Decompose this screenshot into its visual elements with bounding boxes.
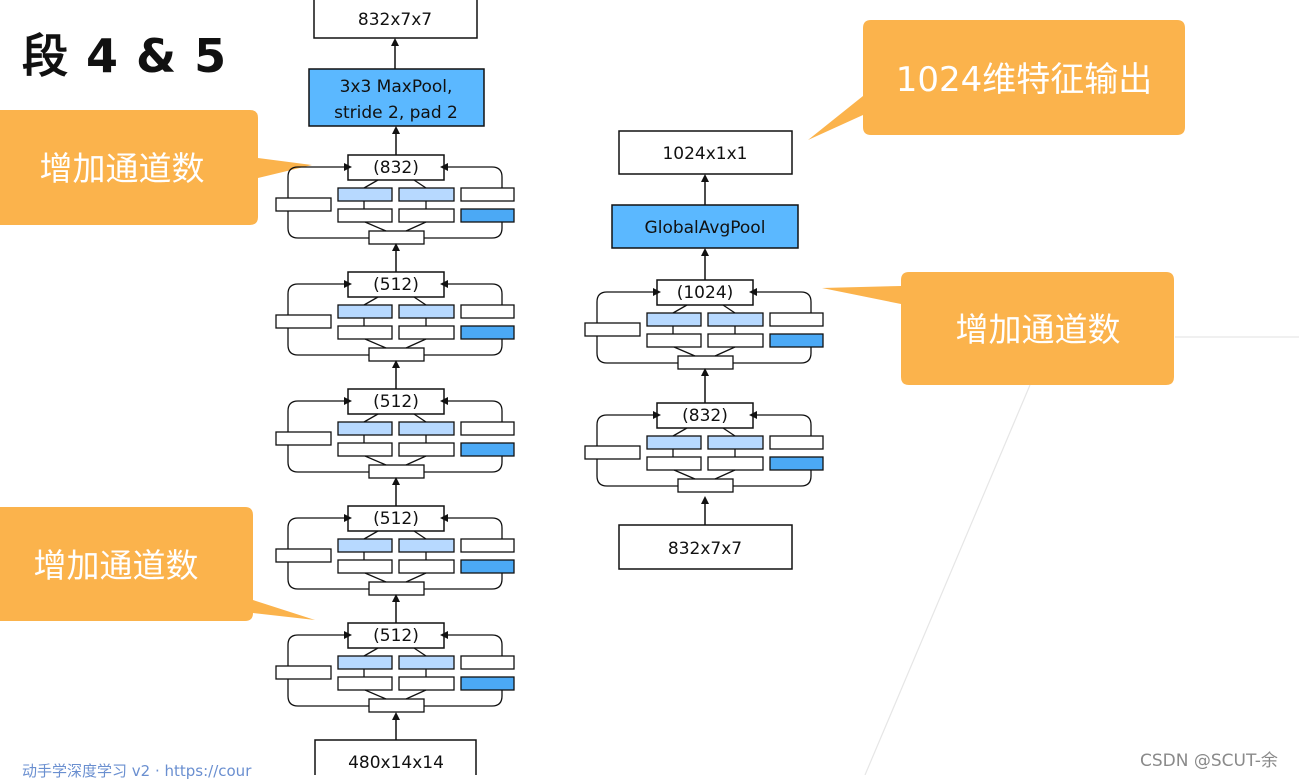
branch-layer-box — [275, 431, 332, 446]
branch-layer-box — [337, 538, 393, 553]
callout-top-right: 1024维特征输出 — [808, 20, 1185, 140]
block-input-box — [677, 478, 734, 493]
block-input-box — [368, 581, 425, 596]
stage5-input-box — [618, 524, 793, 570]
branch-layer-box — [646, 456, 702, 471]
branch-layer-box — [337, 325, 393, 340]
slide-title: 段 4 & 5 — [22, 29, 228, 83]
branch-layer-box — [398, 655, 455, 670]
branch-layer-box — [769, 312, 824, 327]
branch-layer-box — [337, 421, 393, 436]
stage4-maxpool-line1: 3x3 MaxPool, — [340, 77, 453, 97]
branch-layer-box — [646, 312, 702, 327]
branch-layer-box — [584, 322, 641, 337]
stage4-output-box — [313, 0, 478, 39]
block-input-box — [368, 464, 425, 479]
branch-layer-box — [460, 304, 515, 319]
stage4-inception-block: (512) — [275, 622, 515, 713]
concat-channel-label: (512) — [373, 626, 419, 646]
stage4-maxpool-line2: stride 2, pad 2 — [334, 103, 458, 123]
stage4-inception-block: (512) — [275, 271, 515, 362]
branch-layer-box — [460, 442, 515, 457]
branch-layer-box — [275, 548, 332, 563]
branch-layer-box — [398, 442, 455, 457]
stage4-inception-block: (832) — [275, 154, 515, 245]
callout-top-left-text: 增加通道数 — [40, 149, 205, 188]
branch-layer-box — [460, 655, 515, 670]
branch-layer-box — [646, 435, 702, 450]
branch-layer-box — [398, 421, 455, 436]
callout-bottom-left: 增加通道数 — [0, 507, 315, 621]
footer-course-link[interactable]: 动手学深度学习 v2 · https://cour — [22, 762, 252, 780]
branch-layer-box — [275, 197, 332, 212]
concat-channel-label: (832) — [373, 158, 419, 178]
branch-layer-box — [398, 208, 455, 223]
block-input-box — [368, 347, 425, 362]
branch-layer-box — [398, 187, 455, 202]
branch-layer-box — [337, 655, 393, 670]
callout-right-mid: 增加通道数 — [822, 272, 1174, 385]
concat-channel-label: (832) — [682, 406, 728, 426]
branch-layer-box — [275, 314, 332, 329]
stage4-output-label: 832x7x7 — [358, 10, 432, 30]
branch-layer-box — [337, 442, 393, 457]
stage5-column: 1024x1x1 GlobalAvgPool (1024) (832) 832x7… — [584, 130, 824, 570]
branch-layer-box — [337, 208, 393, 223]
branch-layer-box — [460, 208, 515, 223]
branch-layer-box — [769, 435, 824, 450]
stage5-pool-box — [611, 204, 799, 249]
branch-layer-box — [398, 676, 455, 691]
branch-layer-box — [398, 304, 455, 319]
stage4-input-label: 480x14x14 — [348, 753, 444, 773]
stage4-input-box — [314, 739, 477, 775]
stage5-output-label: 1024x1x1 — [662, 144, 747, 164]
branch-layer-box — [460, 421, 515, 436]
stage5-pool-label: GlobalAvgPool — [645, 218, 766, 238]
stage4-inception-block: (512) — [275, 505, 515, 596]
callout-top-left: 增加通道数 — [0, 110, 312, 225]
branch-layer-box — [275, 665, 332, 680]
concat-channel-label: (512) — [373, 392, 419, 412]
csdn-watermark: CSDN @SCUT-余 — [1140, 751, 1278, 771]
stage5-output-box — [618, 130, 793, 175]
stage4-column: 832x7x7 3x3 MaxPool, stride 2, pad 2 (83… — [275, 0, 515, 775]
branch-layer-box — [460, 538, 515, 553]
concat-channel-label: (512) — [373, 509, 419, 529]
branch-layer-box — [707, 435, 764, 450]
stage4-inception-block: (512) — [275, 388, 515, 479]
stage5-input-label: 832x7x7 — [668, 539, 742, 559]
branch-layer-box — [707, 333, 764, 348]
branch-layer-box — [398, 325, 455, 340]
branch-layer-box — [337, 676, 393, 691]
branch-layer-box — [398, 559, 455, 574]
concat-box — [656, 402, 754, 429]
branch-layer-box — [398, 538, 455, 553]
block-input-box — [368, 230, 425, 245]
concat-channel-label: (1024) — [677, 283, 734, 303]
block-input-box — [368, 698, 425, 713]
branch-layer-box — [707, 456, 764, 471]
branch-layer-box — [460, 559, 515, 574]
branch-layer-box — [337, 304, 393, 319]
stage5-inception-block: (1024) — [584, 279, 824, 370]
branch-layer-box — [769, 456, 824, 471]
branch-layer-box — [769, 333, 824, 348]
branch-layer-box — [460, 676, 515, 691]
callout-top-right-text: 1024维特征输出 — [896, 60, 1153, 100]
branch-layer-box — [337, 559, 393, 574]
block-input-box — [677, 355, 734, 370]
branch-layer-box — [707, 312, 764, 327]
branch-layer-box — [584, 445, 641, 460]
stage4-maxpool-box — [308, 68, 485, 127]
branch-layer-box — [337, 187, 393, 202]
branch-layer-box — [460, 325, 515, 340]
concat-channel-label: (512) — [373, 275, 419, 295]
branch-layer-box — [646, 333, 702, 348]
callout-bottom-left-text: 增加通道数 — [34, 546, 199, 585]
stage5-inception-block: (832) — [584, 402, 824, 493]
branch-layer-box — [460, 187, 515, 202]
callout-right-mid-text: 增加通道数 — [956, 310, 1121, 349]
